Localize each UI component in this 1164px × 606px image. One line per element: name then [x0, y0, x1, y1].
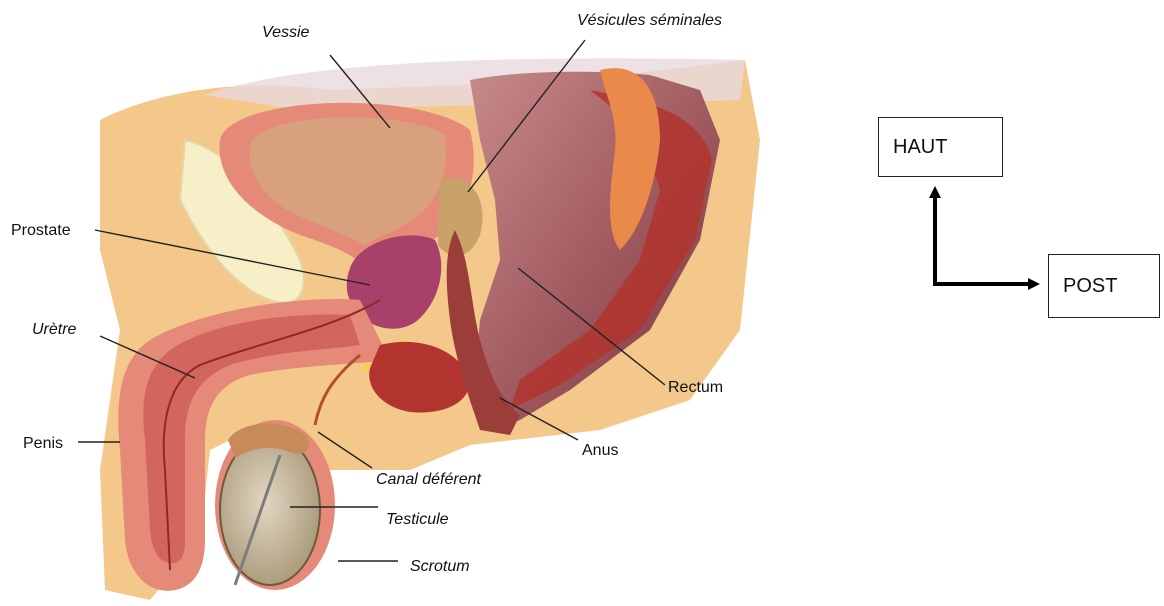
orientation-arrows	[929, 186, 1040, 290]
label-rectum: Rectum	[668, 379, 723, 396]
posterior-direction-box: POST	[1048, 254, 1160, 318]
right-arrowhead	[1028, 278, 1040, 290]
up-direction-label: HAUT	[893, 136, 947, 159]
label-scrotum: Scrotum	[410, 558, 470, 575]
label-prostate: Prostate	[11, 222, 71, 239]
up-direction-box: HAUT	[878, 117, 1003, 177]
label-uretre: Urètre	[32, 321, 77, 338]
orientation-elbow-line	[935, 196, 1030, 284]
label-testicule: Testicule	[386, 511, 449, 528]
label-penis: Penis	[23, 435, 63, 452]
label-vesicules: Vésicules séminales	[577, 12, 722, 29]
label-anus: Anus	[582, 442, 618, 459]
posterior-direction-label: POST	[1063, 275, 1117, 298]
label-canal: Canal déférent	[376, 471, 482, 488]
up-arrowhead	[929, 186, 941, 198]
label-vessie: Vessie	[262, 24, 310, 41]
